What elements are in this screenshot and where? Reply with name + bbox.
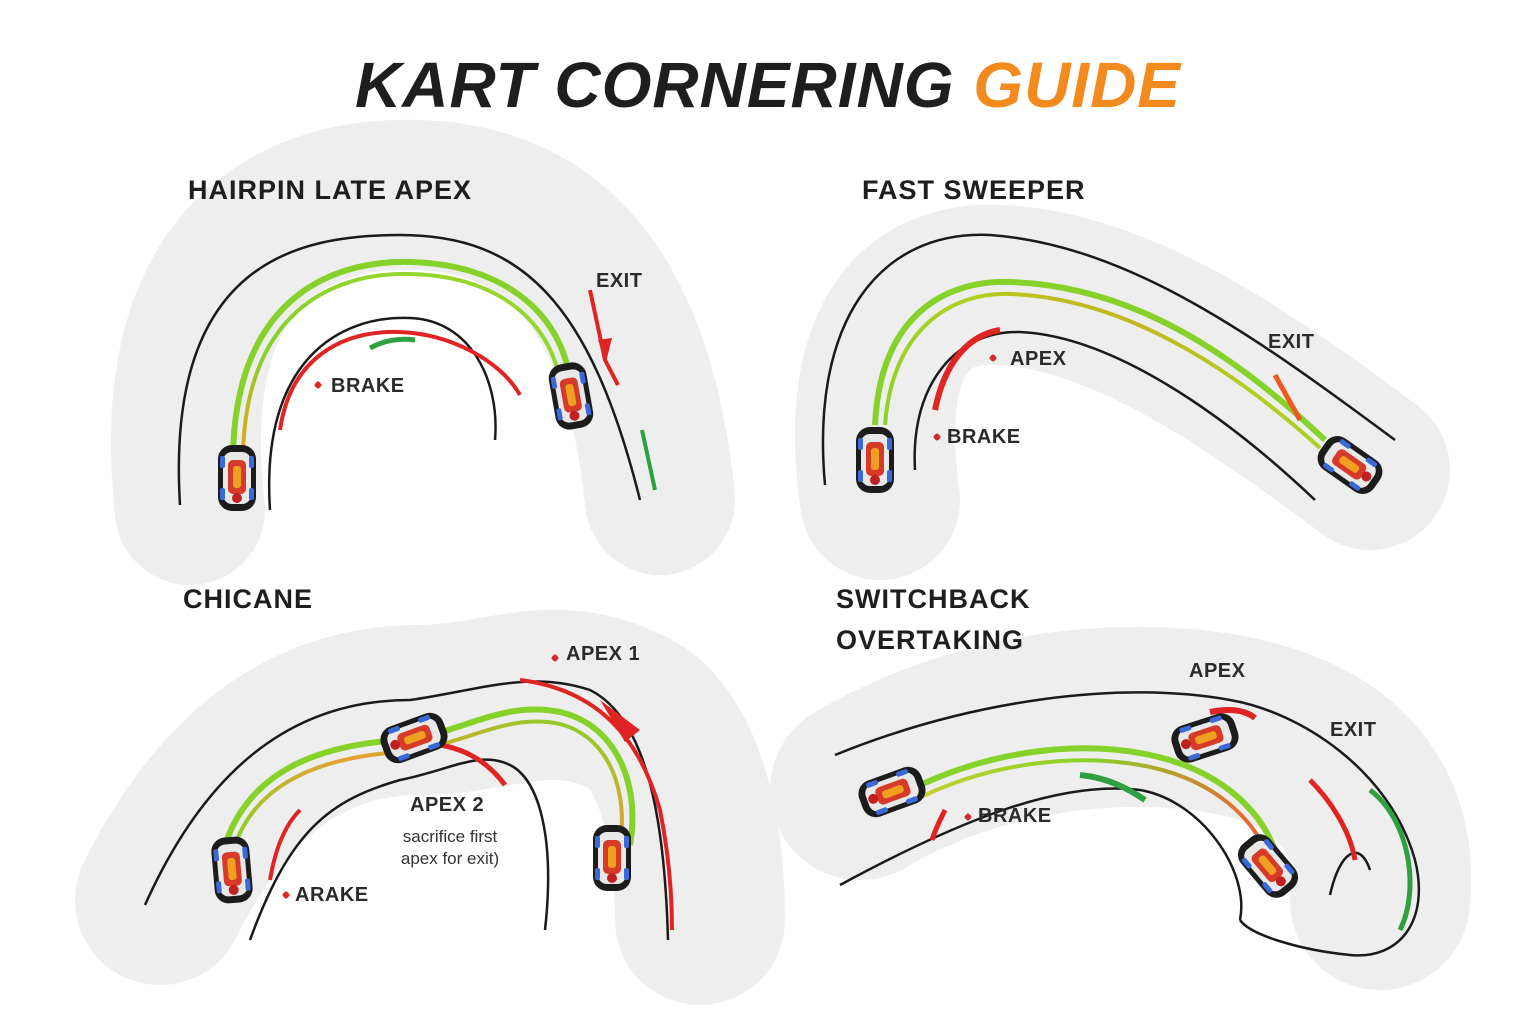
chicane-apex1-label: APEX 1 — [566, 643, 641, 665]
chicane-apex2-label: APEX 2 — [410, 794, 485, 816]
sweeper-title: FAST SWEEPER — [862, 175, 1086, 205]
hairpin-title: HAIRPIN LATE APEX — [188, 175, 473, 205]
switchback-apex-label: APEX — [1189, 660, 1246, 682]
switchback-track — [770, 626, 1472, 990]
sweeper-track — [795, 204, 1450, 580]
sweeper-apex-label: APEX — [1010, 348, 1067, 370]
switchback-brake-label: BRAKE — [978, 805, 1052, 827]
title-main: KART CORNERING — [355, 49, 955, 121]
chicane-title: CHICANE — [183, 584, 314, 614]
title-accent: GUIDE — [973, 49, 1181, 121]
hairpin-brake-label: BRAKE — [331, 375, 405, 397]
chicane-note: sacrifice first apex for exit) — [400, 827, 500, 868]
hairpin-exit-label: EXIT — [596, 270, 643, 292]
page-title: KART CORNERING GUIDE — [0, 48, 1536, 122]
chicane-track — [75, 609, 785, 1005]
switchback-title-line2: OVERTAKING — [836, 625, 1025, 655]
switchback-title-line1: SWITCHBACK — [836, 584, 1031, 614]
chicane-brake-label: ARAKE — [295, 884, 369, 906]
sweeper-exit-label: EXIT — [1268, 331, 1315, 353]
switchback-exit-label: EXIT — [1330, 719, 1377, 741]
sweeper-brake-label: BRAKE — [947, 426, 1021, 448]
hairpin-track — [110, 119, 735, 585]
